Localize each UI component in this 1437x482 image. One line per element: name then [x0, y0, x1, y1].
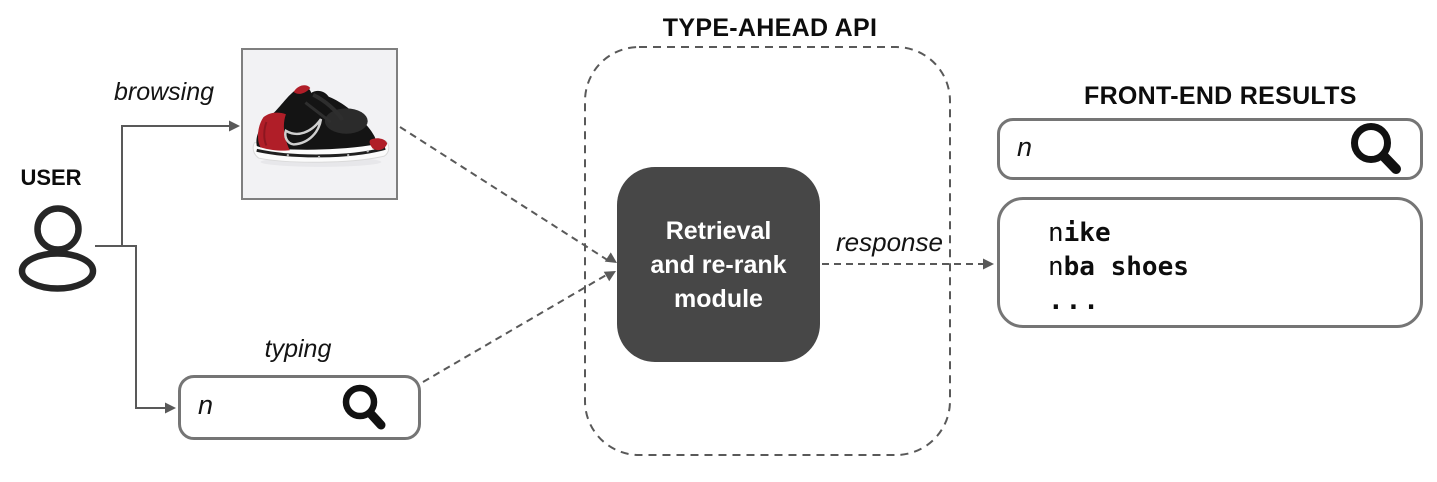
typing-dashed-arrowhead — [603, 271, 616, 282]
response-arrowhead — [983, 258, 994, 270]
typed-prefix: n — [1048, 218, 1064, 248]
user-label: USER — [20, 165, 82, 190]
browsing-arrowhead — [229, 120, 240, 132]
browsing-dashed-line — [399, 126, 610, 262]
typing-dashed-line — [422, 273, 609, 383]
response-edge-label: response — [836, 227, 943, 257]
typing-edge-label: typing — [264, 335, 332, 363]
user-branch-lines — [95, 125, 231, 409]
typeahead-api-dashed-container — [584, 46, 951, 456]
typeahead-api-title: TYPE-AHEAD API — [662, 14, 878, 42]
frontend-results-title: FRONT-END RESULTS — [1084, 82, 1357, 110]
module-text-line: module — [674, 284, 763, 313]
typing-query-text: n — [198, 390, 214, 420]
typed-prefix: n — [1048, 252, 1064, 282]
browsing-edge-label: browsing — [113, 78, 215, 106]
more-results-ellipsis: ... — [1048, 286, 1101, 316]
person-icon — [18, 205, 97, 292]
browsing-dashed-arrowhead — [604, 252, 617, 263]
suggestion-completion: ba shoes — [1063, 252, 1189, 282]
typing-search-box: n — [178, 375, 421, 440]
frontend-query-text: n — [1017, 131, 1033, 162]
typing-arrowhead — [165, 402, 176, 414]
suggestion-item: nike — [1048, 216, 1420, 250]
module-text-line: and re-rank — [650, 250, 787, 279]
suggestion-completion: ike — [1063, 218, 1111, 248]
frontend-search-box: n — [997, 118, 1423, 180]
suggestion-item: nba shoes — [1048, 250, 1420, 284]
search-icon — [342, 384, 386, 429]
retrieval-rerank-module: Retrieval and re-rank module — [617, 167, 820, 362]
sneaker-product-image — [241, 48, 398, 200]
suggestions-results-box: nike nba shoes ... — [997, 197, 1423, 328]
sneaker-illustration — [243, 50, 396, 198]
search-icon — [1351, 123, 1401, 174]
module-text-line: Retrieval — [665, 216, 772, 245]
